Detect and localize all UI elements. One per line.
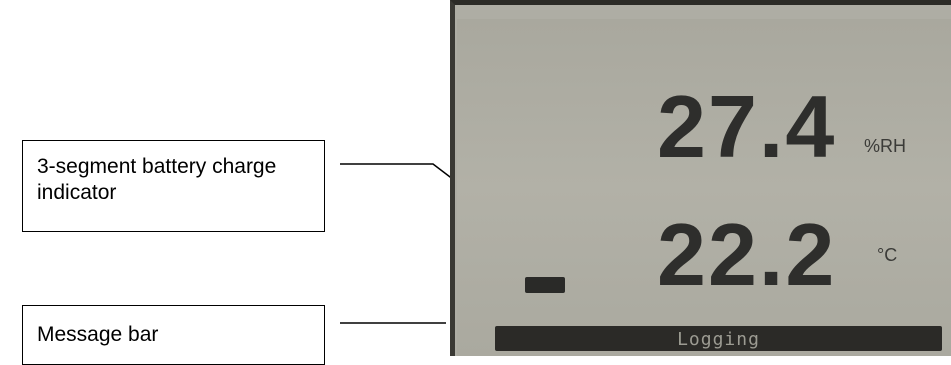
- message-bar: Logging: [495, 326, 942, 351]
- message-bar-callout: Message bar: [22, 305, 325, 365]
- battery-indicator-icon: [525, 277, 565, 293]
- temperature-reading: 22.2: [657, 205, 837, 304]
- lcd-display-area: 27.4 %RH 22.2 °C Logging: [457, 19, 951, 356]
- battery-callout-text: 3-segment battery charge indicator: [37, 155, 277, 204]
- humidity-reading: 27.4: [657, 77, 837, 176]
- message-bar-text: Logging: [677, 329, 760, 350]
- message-callout-text: Message bar: [37, 323, 159, 346]
- temperature-unit: °C: [877, 245, 898, 265]
- battery-indicator-callout: 3-segment battery charge indicator: [22, 140, 325, 232]
- lcd-screen: 27.4 %RH 22.2 °C Logging: [450, 0, 951, 356]
- humidity-unit: %RH: [864, 136, 907, 156]
